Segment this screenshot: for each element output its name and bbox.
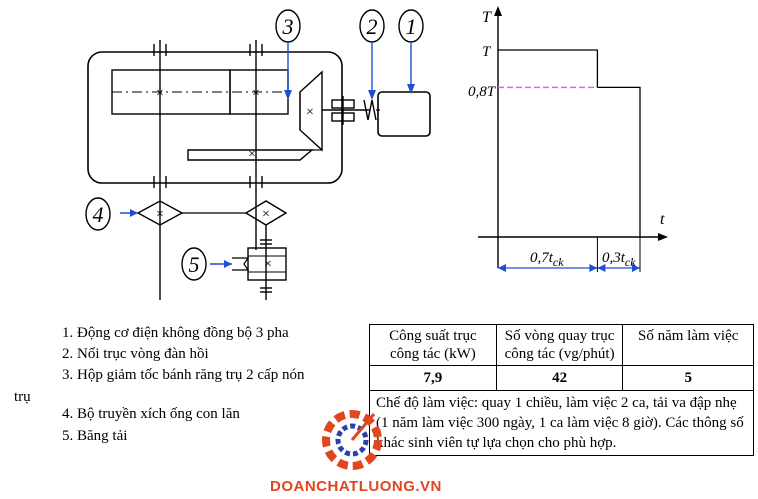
table-value-years: 5 [622,365,754,391]
level-low-label: 0,8T [468,84,497,100]
dimension-arrow [498,264,506,272]
mark-x: × [156,86,164,101]
component-3: 3. Hộp giảm tốc bánh răng trụ 2 cấp nón [62,367,305,383]
callout-2: 2 [367,14,378,39]
segment-2-label: 0,3tck [602,250,636,269]
level-high-label: T [482,44,492,60]
gearbox-housing [87,51,343,184]
mark-x: × [252,86,260,101]
table-header: Số năm làm việc [622,324,754,366]
segment-1-label: 0,7tck [530,250,564,269]
component-3-continued: trụ [14,389,31,405]
dimension-arrow [589,264,598,272]
callout-1: 1 [406,14,417,39]
working-mode: Chế độ làm việc: quay 1 chiều, làm việc … [369,390,754,456]
table-value-speed: 42 [495,365,624,391]
dimension-arrow [632,264,640,272]
conveyor-drum [247,247,287,281]
component-1: 1. Động cơ điện không đồng bộ 3 pha [62,325,289,341]
table-header: Số vòng quay trục công tác (vg/phút) [495,324,624,366]
watermark: DOANCHATLUONG.VN [270,478,442,495]
mark-x: × [264,257,272,272]
coupling [322,96,377,125]
spec-table: Công suất trục công tác (kW) Số vòng qua… [369,324,754,456]
mark-x: × [156,207,164,222]
mechanical-scheme: × × × × × × × 3 2 1 4 5 [85,9,431,300]
mark-x: × [248,147,256,162]
y-axis-label: T [482,9,492,26]
dimension-arrow [597,264,606,272]
motor [377,91,431,137]
component-2: 2. Nối trục vòng đàn hồi [62,346,209,362]
table-header: Công suất trục công tác (kW) [369,324,497,366]
load-chart: T t T 0,8T 0,7tck 0,3tck [468,6,668,272]
callout-3: 3 [282,14,294,39]
callout-5: 5 [189,252,200,277]
component-4: 4. Bộ truyền xích ống con lăn [62,406,240,422]
x-axis-label: t [660,211,665,228]
mark-x: × [262,207,270,222]
table-value-power: 7,9 [369,365,497,391]
watermark-logo [322,410,382,470]
load-line [498,49,641,237]
chain-sprocket-right [244,200,288,226]
callout-4: 4 [93,202,104,227]
component-5: 5. Băng tải [62,428,128,444]
mark-x: × [306,105,314,120]
bevel-gear-lower [187,149,314,161]
